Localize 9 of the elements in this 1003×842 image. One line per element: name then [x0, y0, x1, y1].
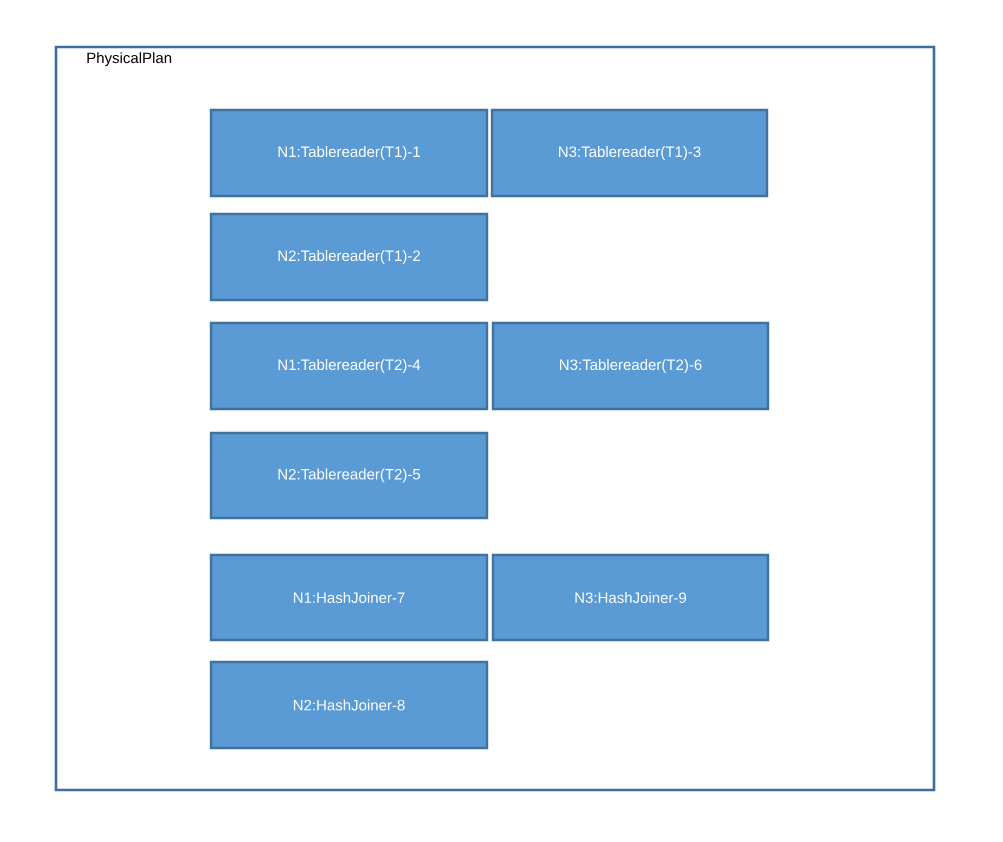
operator-box: N3:Tablereader(T2)-6: [491, 321, 770, 411]
operator-box: N1:HashJoiner-7: [209, 553, 489, 642]
operator-box: N1:Tablereader(T2)-4: [209, 321, 489, 411]
operator-box: N1:Tablereader(T1)-1: [209, 108, 489, 198]
operator-box: N2:Tablereader(T1)-2: [209, 212, 489, 302]
operator-box: N2:Tablereader(T2)-5: [209, 431, 489, 520]
operator-box: N2:HashJoiner-8: [209, 660, 489, 750]
operator-box: N3:HashJoiner-9: [491, 553, 770, 642]
operator-box: N3:Tablereader(T1)-3: [490, 108, 769, 198]
